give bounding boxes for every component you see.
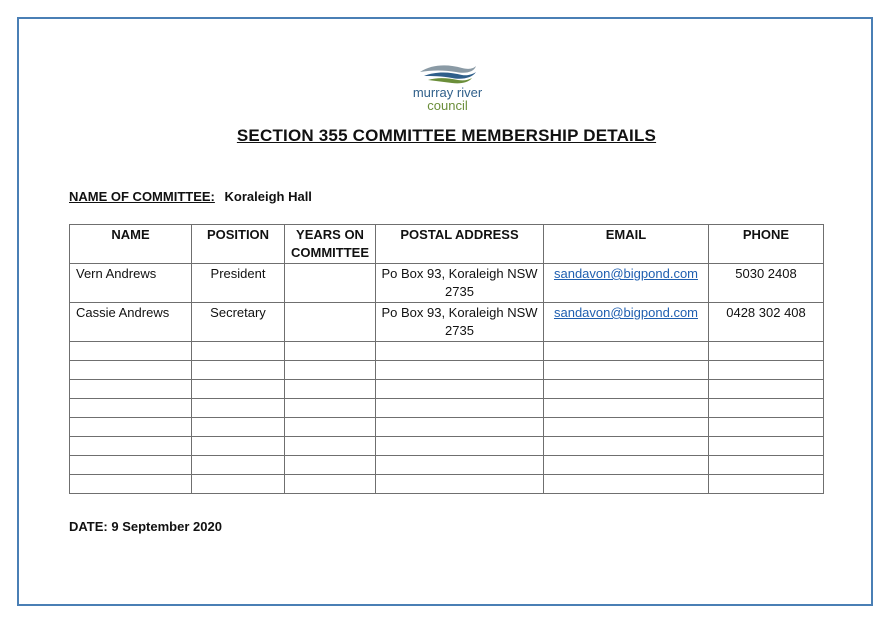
committee-label: NAME OF COMMITTEE: [69,189,215,204]
table-row-empty [69,455,824,475]
empty-cell [543,436,709,456]
empty-cell [543,360,709,380]
empty-cell [543,398,709,418]
empty-cell [375,417,544,437]
empty-cell [708,455,824,475]
empty-cell [69,474,192,494]
empty-cell [284,379,376,399]
member-name: Cassie Andrews [69,302,192,342]
empty-cell [191,417,285,437]
empty-cell [375,379,544,399]
table-row-empty [69,379,824,399]
member-email-link[interactable]: sandavon@bigpond.com [553,305,698,320]
member-address: Po Box 93, Koraleigh NSW 2735 [375,263,544,303]
empty-cell [284,360,376,380]
empty-cell [375,341,544,361]
member-email-link[interactable]: sandavon@bigpond.com [553,266,698,281]
header-name: NAME [69,224,192,264]
committee-name-line: NAME OF COMMITTEE: Koraleigh Hall [69,189,312,204]
table-row-empty [69,436,824,456]
empty-cell [543,455,709,475]
empty-cell [375,474,544,494]
empty-cell [543,474,709,494]
table-row-empty [69,474,824,494]
member-years [284,302,376,342]
empty-cell [284,398,376,418]
empty-cell [191,379,285,399]
member-position: President [191,263,285,303]
empty-cell [191,474,285,494]
empty-cell [191,436,285,456]
table-row-empty [69,341,824,361]
table-header-row: NAME POSITION YEARS ON COMMITTEE POSTAL … [69,224,824,264]
header-position: POSITION [191,224,285,264]
empty-cell [69,436,192,456]
header-phone: PHONE [708,224,824,264]
empty-cell [543,379,709,399]
empty-cell [543,417,709,437]
table-row-empty [69,398,824,418]
empty-cell [191,360,285,380]
header-years: YEARS ON COMMITTEE [284,224,376,264]
empty-cell [708,341,824,361]
header-address: POSTAL ADDRESS [375,224,544,264]
committee-value: Koraleigh Hall [224,189,312,204]
member-name: Vern Andrews [69,263,192,303]
empty-cell [69,341,192,361]
empty-cell [708,398,824,418]
page-border [17,17,873,606]
member-email-cell: sandavon@bigpond.com [543,263,709,303]
member-phone: 0428 302 408 [708,302,824,342]
membership-table: NAME POSITION YEARS ON COMMITTEE POSTAL … [69,224,824,494]
empty-cell [708,474,824,494]
empty-cell [375,436,544,456]
empty-cell [284,417,376,437]
empty-cell [69,398,192,418]
empty-cell [375,398,544,418]
logo-text-murray-river: murray river [412,85,483,100]
member-phone: 5030 2408 [708,263,824,303]
empty-cell [375,360,544,380]
empty-cell [284,455,376,475]
empty-cell [375,455,544,475]
empty-cell [708,360,824,380]
empty-cell [191,398,285,418]
document-date: DATE: 9 September 2020 [69,519,222,534]
empty-cell [543,341,709,361]
member-address: Po Box 93, Koraleigh NSW 2735 [375,302,544,342]
empty-cell [191,341,285,361]
member-position: Secretary [191,302,285,342]
empty-cell [284,341,376,361]
empty-cell [69,360,192,380]
river-swoosh-icon [419,65,476,84]
table-row: Cassie Andrews Secretary Po Box 93, Kora… [69,302,824,342]
empty-cell [69,417,192,437]
empty-cell [708,436,824,456]
header-email: EMAIL [543,224,709,264]
member-email-cell: sandavon@bigpond.com [543,302,709,342]
empty-cell [69,379,192,399]
document-title: SECTION 355 COMMITTEE MEMBERSHIP DETAILS [236,126,657,145]
empty-cell [708,379,824,399]
logo-text-council: council [427,98,468,113]
empty-cell [708,417,824,437]
table-row-empty [69,417,824,437]
empty-cell [284,436,376,456]
member-years [284,263,376,303]
empty-cell [69,455,192,475]
empty-cell [191,455,285,475]
council-logo: murray river council [400,62,495,120]
table-row-empty [69,360,824,380]
table-row: Vern Andrews President Po Box 93, Korale… [69,263,824,303]
empty-cell [284,474,376,494]
